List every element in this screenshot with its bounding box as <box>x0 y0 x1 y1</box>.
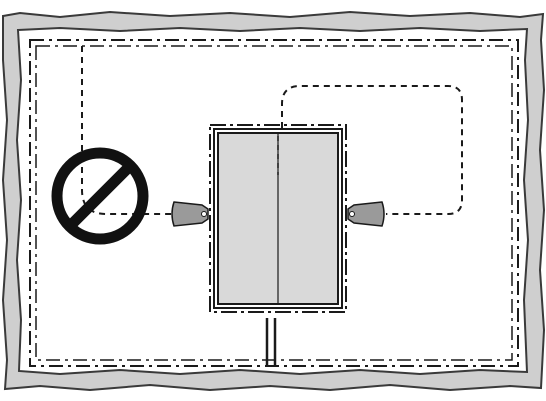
device-cord <box>265 318 277 366</box>
connector-right-pin <box>349 211 355 217</box>
connector-right-shape <box>347 201 385 227</box>
plug-connector-icon <box>347 201 385 227</box>
connector-left-shape <box>171 201 209 227</box>
device-outline-outer <box>209 124 347 313</box>
prohibition-slash <box>65 161 135 231</box>
device-cabinet <box>209 124 347 313</box>
prohibition-circle <box>51 147 149 245</box>
prohibition-icon <box>51 147 149 245</box>
left-cable-dashed <box>81 46 172 215</box>
connector-left-pin <box>201 211 207 217</box>
device-outline-inner <box>213 128 343 309</box>
plug-connector-icon <box>171 201 209 227</box>
right-cable-dashed <box>281 85 463 215</box>
